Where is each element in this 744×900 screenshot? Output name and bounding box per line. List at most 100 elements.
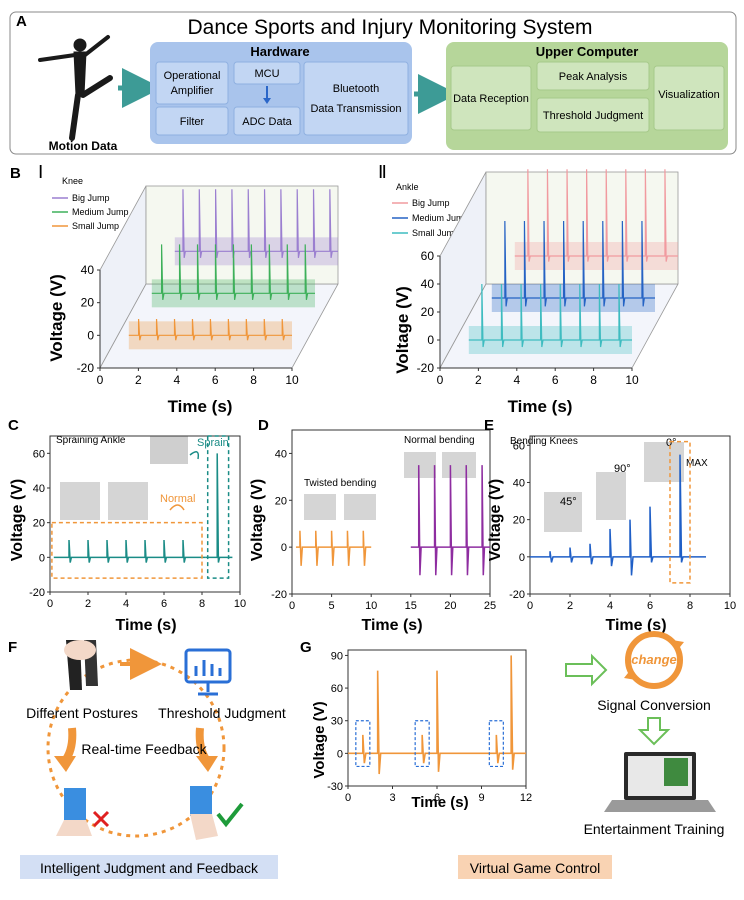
ankle-xlabel: Time (s) [508,397,573,416]
panel-c-ytick-label-0: 60 [33,448,45,460]
ankle-legend-medium: Medium Jump [412,213,469,223]
b2-xtick-label-5: 10 [625,373,639,387]
ankle-ylabel: Voltage (V) [393,286,412,374]
ankle-legend-big: Big Jump [412,198,450,208]
op-amp-line1: Operational [164,70,221,82]
op-amp-box [155,61,229,105]
panel-c-ytick-label-1: 40 [33,483,45,495]
angle-90: 90° [614,463,631,475]
threshold-box [536,97,650,133]
wrong-posture-foot-icon [56,788,92,836]
panel-e-xtick-label-5: 10 [724,600,736,612]
ankle-legend-title: Ankle [396,182,419,192]
photo-normal-2 [108,482,148,520]
panel-d-series-twisted [295,530,372,566]
panel-c-title: Spraining Ankle [56,435,126,446]
panel-c-series-sprain [205,453,233,563]
knee-ylabel: Voltage (V) [47,274,66,362]
b1-ytick-label-2: 0 [87,328,94,342]
panel-g-ylabel: Voltage (V) [311,701,328,778]
entertainment-training-label: Entertainment Training [584,821,725,837]
b1-series-0 [174,189,338,258]
peak-label: Peak Analysis [559,71,628,83]
panel-e-ytick-label-3: 0 [519,552,525,564]
knee-roman: Ⅰ [38,162,43,182]
panel-c-xtick-label-4: 8 [199,598,205,610]
photo-twisted-2 [344,494,376,520]
panel-e-max-box [669,440,691,584]
panel-c-ytick-label-3: 0 [39,552,45,564]
panel-f: F Different Postures Threshold Judgment … [8,639,286,879]
panel-d: D Twisted bending Normal bending Voltage… [249,417,496,634]
b1-xtick-label-2: 4 [173,373,180,387]
panel-c-xtick-label-3: 6 [161,598,167,610]
panel-g: G Voltage (V) Time (s) change Signal Con… [300,631,725,879]
panel-c-xtick-label-0: 0 [47,598,53,610]
knee-legend-big: Big Jump [72,193,110,203]
change-cycle-icon [624,631,684,689]
panel-e: E Bending Knees 45° 90° 0° MAX Voltage (… [484,417,736,634]
knee-xlabel: Time (s) [168,397,233,416]
normal-label: Normal [160,493,195,505]
photo-45 [544,492,582,532]
panel-g-caption-bg [458,855,612,879]
to-signal-arrow [565,653,608,687]
panel-d-xtick-label-5: 25 [484,600,496,612]
panel-d-ytick-label-2: 0 [281,542,287,554]
adc-label: ADC Data [242,116,292,128]
visualization-box [653,65,725,131]
panel-e-plot-frame [529,435,731,595]
b1-xtick-label-1: 2 [135,373,142,387]
b1-ytick-label-3: -20 [77,361,95,375]
angle-45: 45° [560,496,577,508]
b1-xtick-label-5: 10 [285,373,299,387]
panel-b-knee: Ⅰ Knee Big Jump Medium Jump Small Jump V… [38,162,339,416]
b2-xtick-label-3: 6 [552,373,559,387]
photo-sprain [150,436,188,464]
panel-c-normal-box [51,521,203,579]
panel-e-ytick-label-4: -20 [509,589,525,601]
b2-ytick-label-4: -20 [417,361,435,375]
panel-f-letter: F [8,639,17,656]
panel-g-marker-box-0 [355,720,371,768]
b2-xtick-label-4: 8 [590,373,597,387]
panel-d-xtick-label-2: 10 [365,600,377,612]
panel-d-xtick-label-1: 5 [329,600,335,612]
b1-xtick-label-4: 8 [250,373,257,387]
panel-e-xtick-label-3: 6 [647,600,653,612]
panel-g-ytick-label-0: 90 [331,650,343,662]
panel-g-series [348,655,526,775]
panel-g-ytick-label-1: 60 [331,683,343,695]
panel-d-ylabel: Voltage (V) [249,479,266,561]
panel-g-ytick-label-2: 30 [331,716,343,728]
panel-g-xlabel: Time (s) [411,794,468,811]
panel-c-xlabel: Time (s) [115,617,176,634]
signal-conversion-label: Signal Conversion [597,697,711,713]
b1-series-2 [128,318,292,341]
photo-normal-1 [60,482,100,520]
b2-ytick-label-1: 40 [421,277,435,291]
panel-g-marker-box-2 [488,720,504,768]
left-feedback-arrowhead [54,756,76,772]
cross-icon [92,810,110,828]
panel-e-ytick-label-1: 40 [513,477,525,489]
panel-c-ylabel: Voltage (V) [9,479,26,561]
bluetooth-box [303,61,409,136]
hardware-title: Hardware [250,44,309,59]
panel-e-ylabel: Voltage (V) [487,479,504,561]
panel-c-xtick-label-5: 10 [234,598,246,610]
b1-ytick-label-1: 20 [81,296,95,310]
panel-e-xtick-label-1: 2 [567,600,573,612]
panel-b-letter: B [10,165,21,182]
normal-curve-arrow [169,504,185,511]
b1-ytick-label-0: 40 [81,263,95,277]
panel-g-ytick-label-3: 0 [337,748,343,760]
postures-label: Different Postures [26,705,138,721]
panel-c-ytick-label-4: -20 [29,587,45,599]
panel-g-xtick-label-4: 12 [520,792,532,804]
correct-posture-foot-icon [190,786,218,840]
b2-series-0 [514,169,678,262]
b2-ytick-label-3: 0 [427,333,434,347]
panel-a-title: Dance Sports and Injury Monitoring Syste… [187,16,592,39]
